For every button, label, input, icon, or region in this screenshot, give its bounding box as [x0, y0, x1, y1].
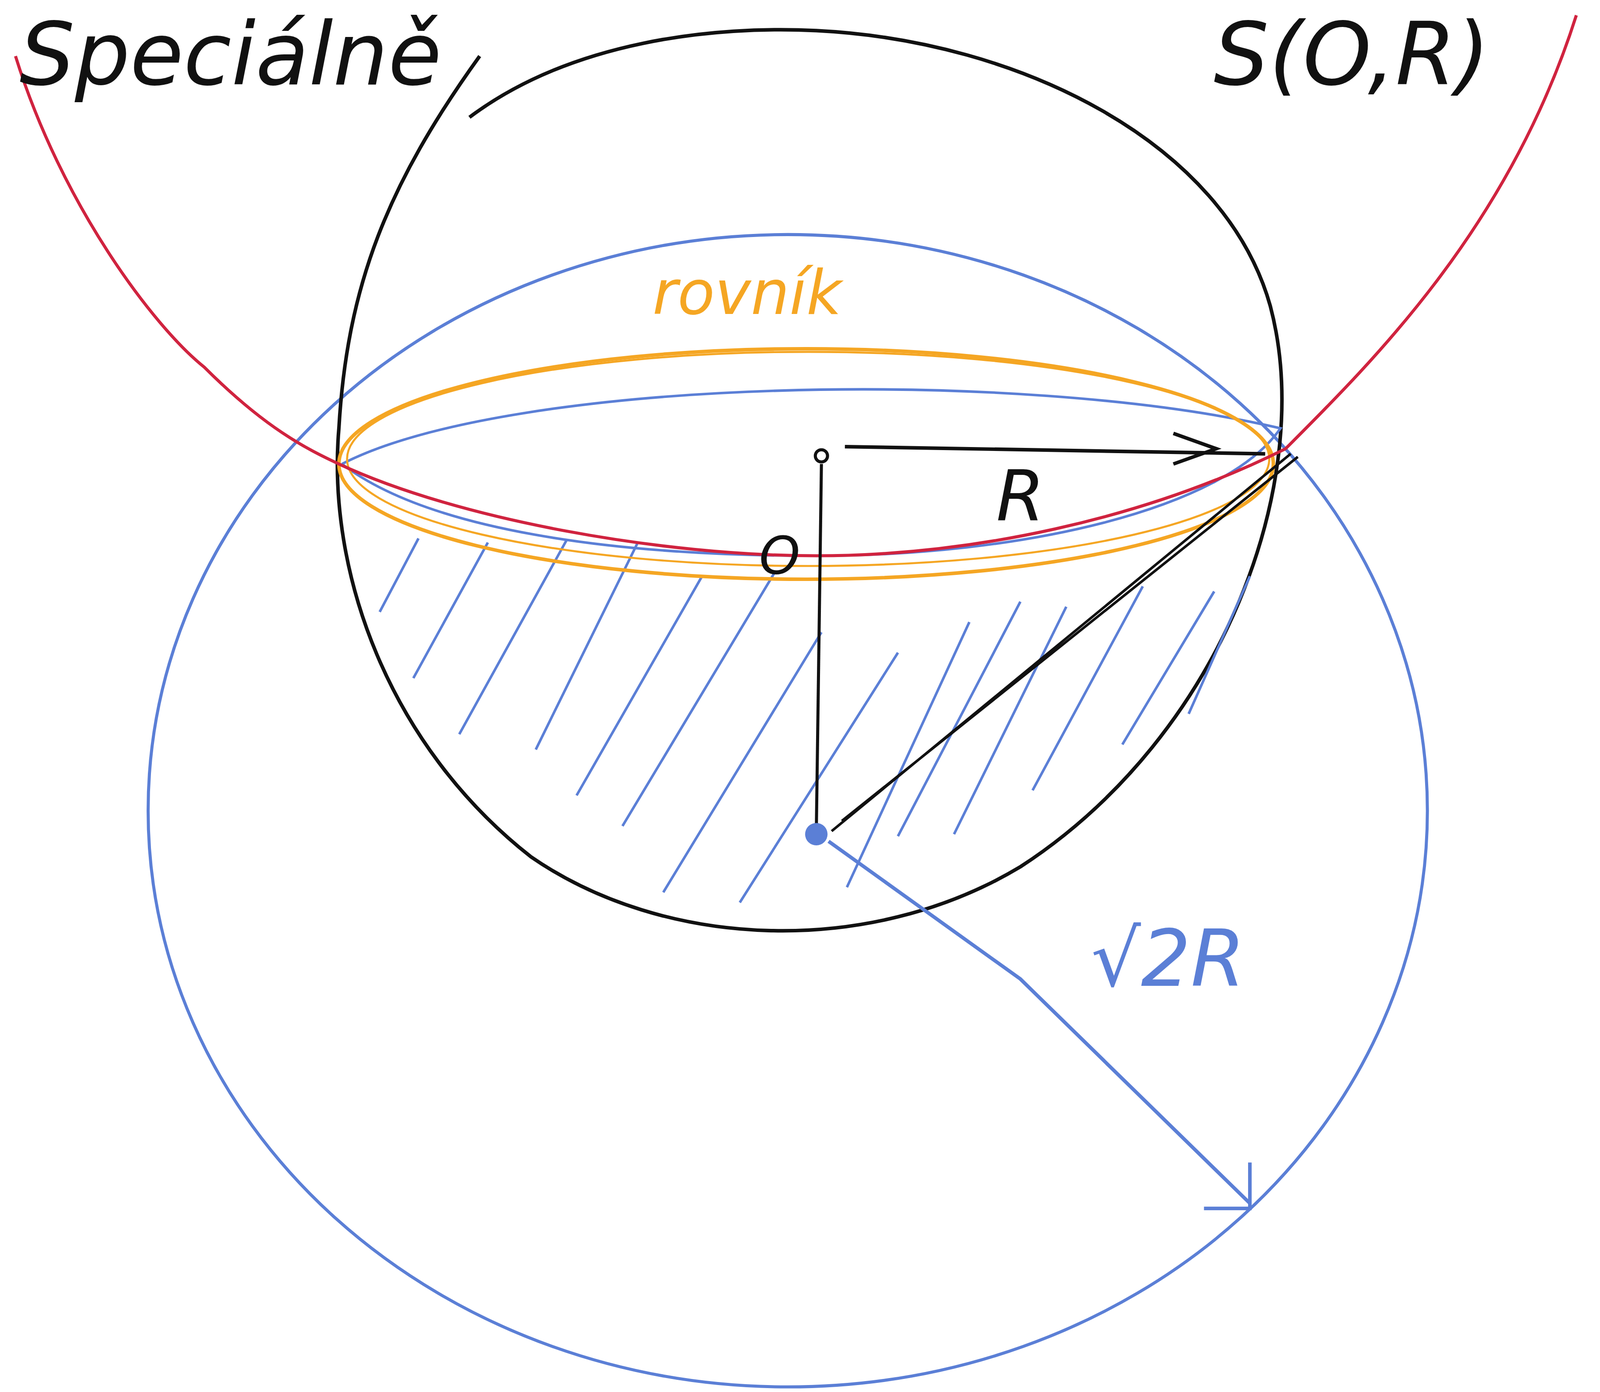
radius-label: R [996, 460, 1045, 534]
black-sphere [337, 29, 1283, 931]
blue-cap-outline [341, 389, 1281, 556]
equator-ellipse-2 [347, 351, 1270, 566]
axis-line [816, 464, 822, 832]
center-label: O [759, 528, 800, 584]
radius-label: √2R [1086, 917, 1250, 1001]
equator-ellipse [338, 348, 1274, 580]
slant-line [831, 454, 1299, 832]
radius-arrow [844, 433, 1266, 465]
equator-label: rovník [648, 261, 847, 325]
bottom-point [805, 823, 828, 846]
sphere-name: S(O,R) [1213, 8, 1490, 101]
center-point [815, 449, 828, 462]
sqrt2-radius-arrow [828, 841, 1251, 1209]
heading: Speciálně [19, 8, 442, 101]
